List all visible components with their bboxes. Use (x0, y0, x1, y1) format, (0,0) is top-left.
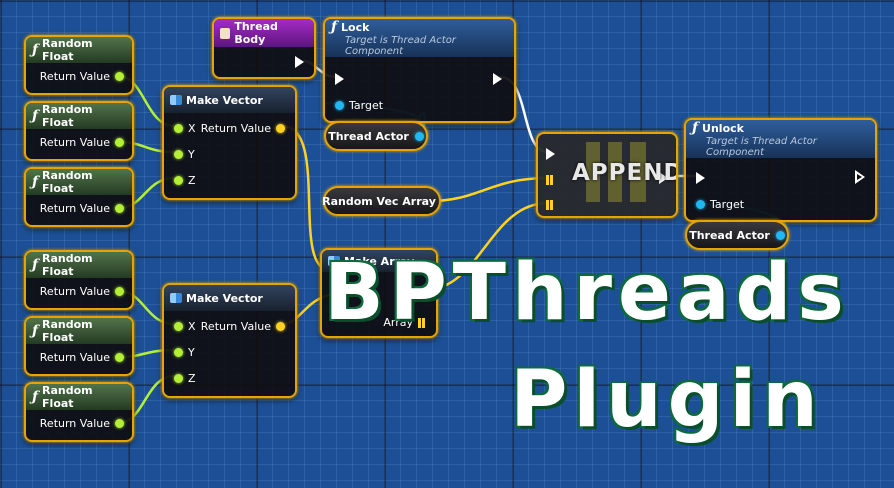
return-value-pin[interactable] (115, 138, 124, 147)
return-value-label: Return Value (200, 122, 271, 135)
make-vector-node-2[interactable]: Make Vector X Y Z Return Value (162, 283, 297, 398)
node-title: Random Float (42, 384, 93, 410)
return-value-label: Return Value (39, 202, 110, 215)
exec-out-pin-inner (857, 174, 862, 180)
variable-label: Thread Actor (689, 228, 770, 242)
node-title: Random Float (42, 169, 93, 195)
return-value-label: Return Value (39, 285, 110, 298)
append-label: APPEND (572, 160, 678, 186)
node-title: Lock (341, 20, 370, 34)
node-title: Make Vector (186, 291, 263, 305)
node-title: Random Float (42, 318, 93, 344)
node-subtitle: Target is Thread Actor Component (345, 35, 456, 57)
node-title: Unlock (702, 121, 744, 135)
thread-actor-pin[interactable] (775, 230, 785, 240)
return-value-pin[interactable] (115, 72, 124, 81)
append-node[interactable]: APPEND (536, 132, 678, 218)
return-value-label: Return Value (39, 417, 110, 430)
overlay-title-line2: Plugin (508, 353, 824, 447)
return-value-label: Return Value (200, 320, 271, 333)
new-items-array-pin[interactable] (546, 200, 556, 210)
node-subtitle: Target is Thread Actor Component (706, 136, 817, 158)
exec-in-pin[interactable] (696, 172, 705, 184)
target-label: Target (710, 198, 745, 211)
return-value-pin[interactable] (115, 204, 124, 213)
variable-label: Random Vec Array (322, 194, 436, 208)
make-struct-icon (170, 293, 182, 303)
event-icon (220, 27, 231, 39)
exec-out-pin[interactable] (493, 73, 502, 85)
x-label: X (188, 122, 196, 135)
exec-out-pin[interactable] (659, 172, 668, 184)
z-pin[interactable] (174, 374, 183, 383)
y-pin[interactable] (174, 150, 183, 159)
function-icon: ƒ (692, 120, 699, 136)
return-value-pin[interactable] (276, 322, 285, 331)
function-icon: ƒ (32, 174, 39, 190)
thread-body-node[interactable]: Thread Body (212, 17, 316, 79)
z-label: Z (188, 174, 196, 187)
function-icon: ƒ (32, 389, 39, 405)
function-icon: ƒ (32, 42, 39, 58)
exec-in-pin[interactable] (546, 148, 555, 160)
variable-label: Thread Actor (328, 129, 409, 143)
z-label: Z (188, 372, 196, 385)
target-pin[interactable] (335, 101, 344, 110)
x-label: X (188, 320, 196, 333)
x-pin[interactable] (174, 322, 183, 331)
y-label: Y (188, 346, 195, 359)
node-title: Random Float (42, 37, 93, 63)
function-icon: ƒ (32, 323, 39, 339)
node-title: Thread Body (234, 20, 278, 46)
random-vec-array-getter[interactable]: Random Vec Array (322, 186, 441, 216)
function-icon: ƒ (32, 257, 39, 273)
return-value-pin[interactable] (115, 419, 124, 428)
exec-out-pin[interactable] (295, 56, 304, 68)
y-label: Y (188, 148, 195, 161)
thread-actor-pin[interactable] (414, 131, 424, 141)
return-value-label: Return Value (39, 351, 110, 364)
make-struct-icon (170, 95, 182, 105)
target-label: Target (349, 99, 384, 112)
x-pin[interactable] (174, 124, 183, 133)
exec-in-pin[interactable] (335, 73, 344, 85)
node-title: Make Array (344, 254, 415, 268)
array-pin[interactable] (418, 317, 428, 328)
thread-actor-getter-lock[interactable]: Thread Actor (324, 121, 428, 151)
array-label: Array (383, 316, 413, 329)
make-array-icon (328, 256, 340, 266)
y-pin[interactable] (174, 348, 183, 357)
array-glyph-icon (586, 142, 646, 202)
return-value-label: Return Value (39, 70, 110, 83)
node-title: Random Float (42, 252, 93, 278)
make-array-node[interactable]: Make Array Array (320, 248, 438, 338)
make-vector-node-1[interactable]: Make Vector X Y Z Return Value (162, 85, 297, 200)
return-value-pin[interactable] (276, 124, 285, 133)
node-title: Make Vector (186, 93, 263, 107)
z-pin[interactable] (174, 176, 183, 185)
return-value-pin[interactable] (115, 287, 124, 296)
return-value-pin[interactable] (115, 353, 124, 362)
target-array-pin[interactable] (546, 175, 556, 185)
thread-actor-getter-unlock[interactable]: Thread Actor (685, 220, 789, 250)
node-title: Random Float (42, 103, 93, 129)
target-pin[interactable] (696, 200, 705, 209)
function-icon: ƒ (331, 19, 338, 35)
overlay-title-line1: BPThreads (322, 246, 850, 340)
function-icon: ƒ (32, 108, 39, 124)
return-value-label: Return Value (39, 136, 110, 149)
